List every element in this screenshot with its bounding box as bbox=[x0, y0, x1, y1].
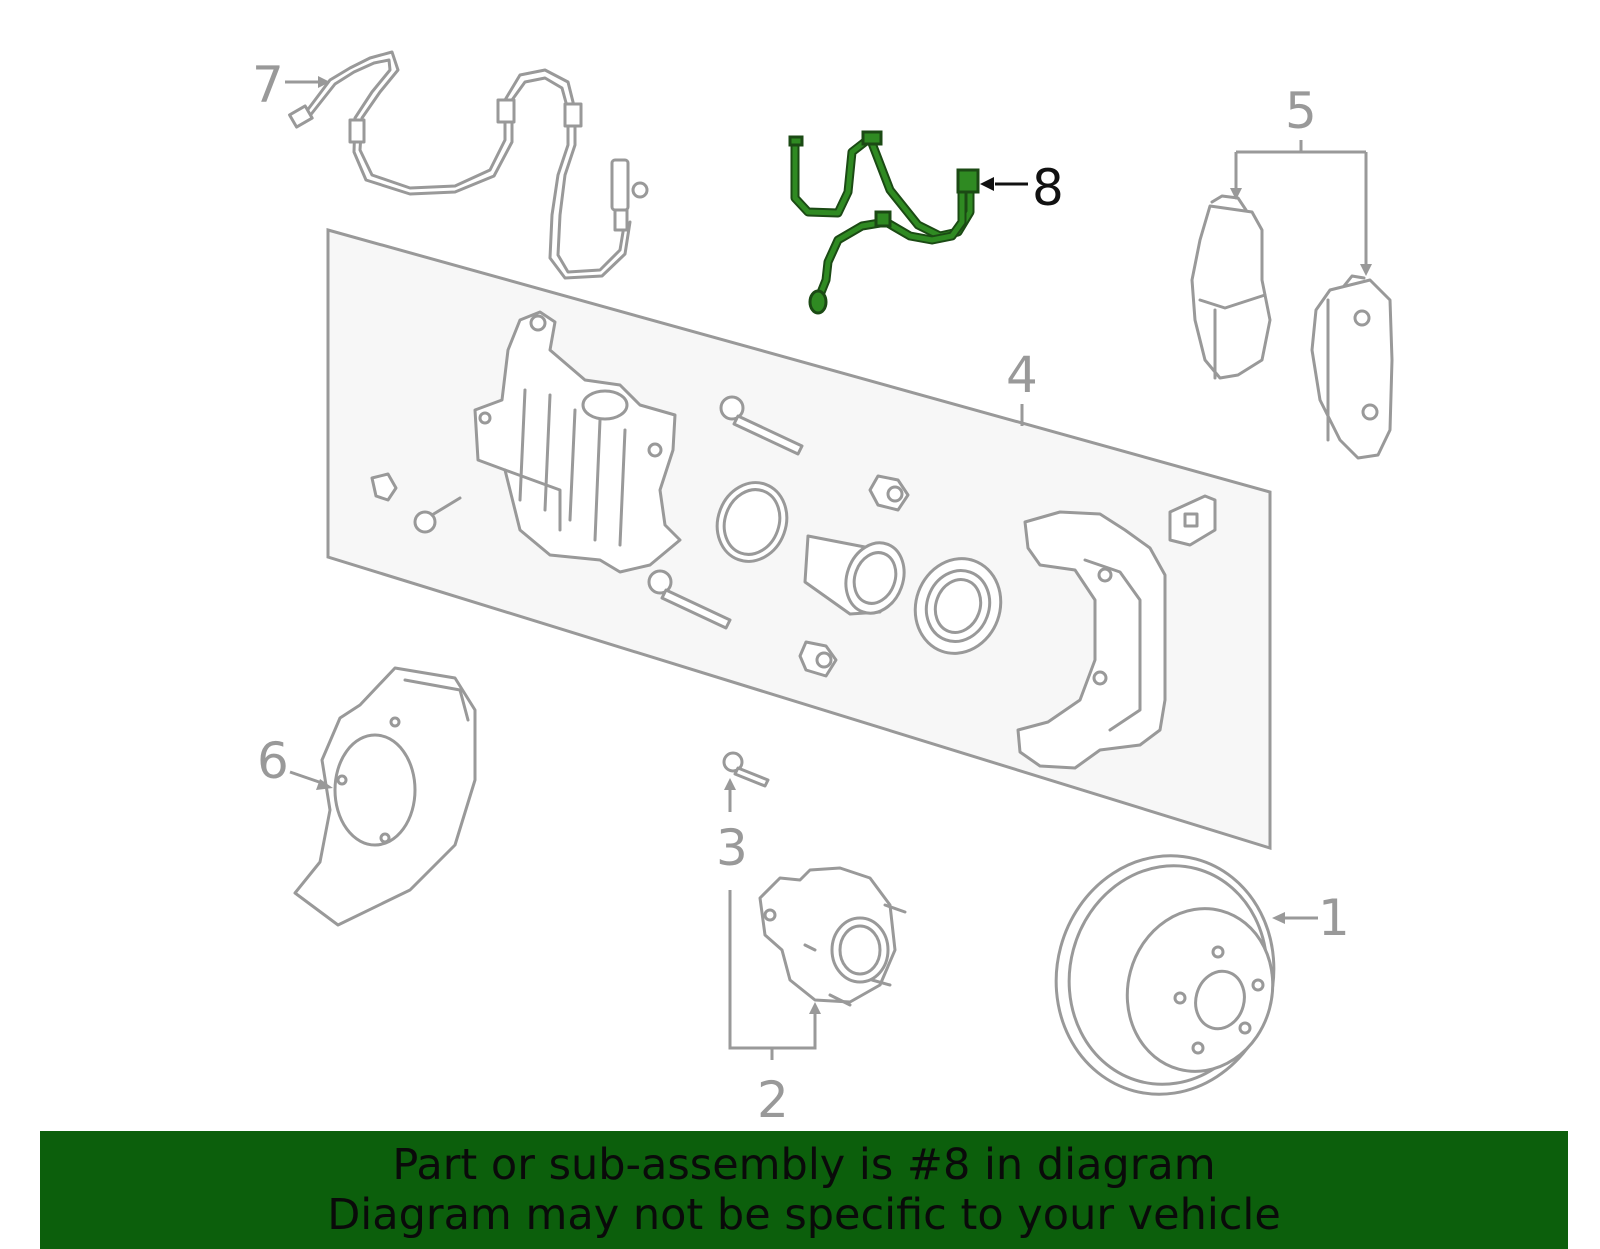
caliper-body bbox=[473, 310, 682, 574]
callout-1: 1 bbox=[1318, 889, 1350, 947]
callout-6: 6 bbox=[257, 732, 289, 790]
abs-sensor-wire bbox=[288, 50, 649, 280]
banner-line-1: Part or sub-assembly is #8 in diagram bbox=[392, 1140, 1216, 1190]
callout-2: 2 bbox=[757, 1071, 789, 1129]
callout-4: 4 bbox=[1006, 346, 1038, 404]
callout-8-highlighted: 8 bbox=[1032, 159, 1064, 217]
dust-shield bbox=[293, 666, 477, 927]
wheel-hub bbox=[758, 866, 907, 1007]
brake-pads bbox=[1190, 194, 1394, 460]
piston-seals bbox=[715, 481, 1003, 655]
caliper-small-parts bbox=[370, 395, 1217, 678]
callout-7: 7 bbox=[252, 56, 284, 114]
hub-bolt bbox=[722, 751, 770, 788]
brake-rotor bbox=[1054, 854, 1276, 1096]
brake-hose-highlighted bbox=[788, 130, 980, 315]
banner-line-2: Diagram may not be specific to your vehi… bbox=[327, 1190, 1281, 1240]
caliper-bracket bbox=[1016, 510, 1167, 770]
callout-5: 5 bbox=[1285, 82, 1317, 140]
callout-3: 3 bbox=[716, 819, 748, 877]
info-banner: Part or sub-assembly is #8 in diagram Di… bbox=[40, 1131, 1568, 1249]
